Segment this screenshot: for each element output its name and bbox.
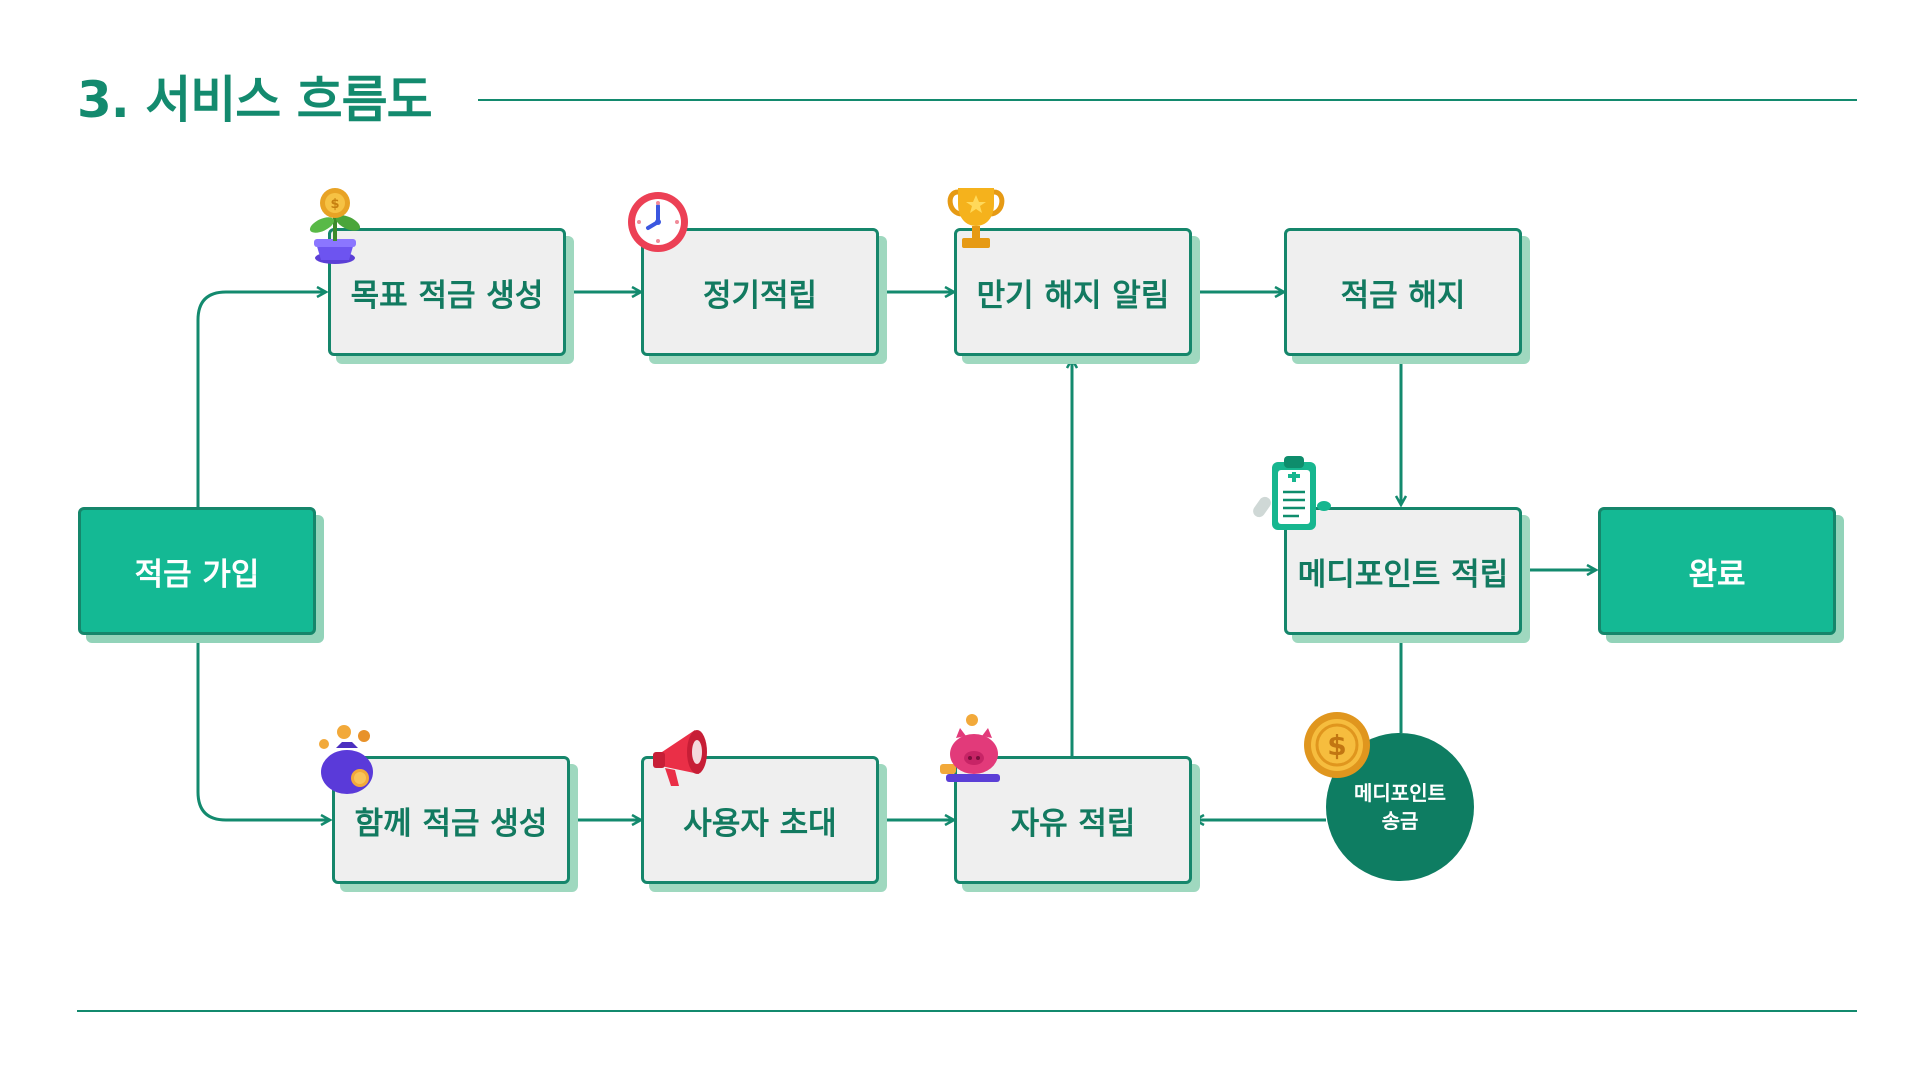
transfer-label-line2: 송금 xyxy=(1381,809,1419,833)
transfer-label-line1: 메디포인트 xyxy=(1354,781,1446,805)
node-regular-deposit[interactable]: 정기적립 xyxy=(641,228,879,356)
footer-divider xyxy=(77,1010,1857,1012)
title-divider xyxy=(478,99,1857,101)
megaphone-icon xyxy=(653,730,707,786)
money-bag-icon xyxy=(319,725,373,794)
node-medipoint-accrual[interactable]: 메디포인트 적립 xyxy=(1284,507,1522,635)
alarm-clock-icon xyxy=(628,192,688,252)
clipboard-icon xyxy=(1253,456,1331,530)
node-goal-savings[interactable]: 목표 적금 생성 xyxy=(328,228,566,356)
medipoint-transfer-circle[interactable]: 메디포인트 송금 xyxy=(1326,733,1474,881)
node-signup[interactable]: 적금 가입 xyxy=(78,507,316,635)
node-done[interactable]: 완료 xyxy=(1598,507,1836,635)
node-maturity-alert[interactable]: 만기 해지 알림 xyxy=(954,228,1192,356)
svg-text:$: $ xyxy=(330,197,339,212)
node-cancel-savings[interactable]: 적금 해지 xyxy=(1284,228,1522,356)
page-title: 3. 서비스 흐름도 xyxy=(77,71,433,129)
arrow-signup-to-together xyxy=(196,642,330,820)
trophy-icon xyxy=(947,188,1005,248)
money-plant-icon: $ xyxy=(309,188,361,264)
arrow-signup-to-goal xyxy=(196,292,326,507)
svg-text:$: $ xyxy=(1327,729,1346,762)
coin-icon: $ xyxy=(1304,712,1370,778)
node-invite-user[interactable]: 사용자 초대 xyxy=(641,756,879,884)
piggy-bank-icon xyxy=(940,714,1000,782)
